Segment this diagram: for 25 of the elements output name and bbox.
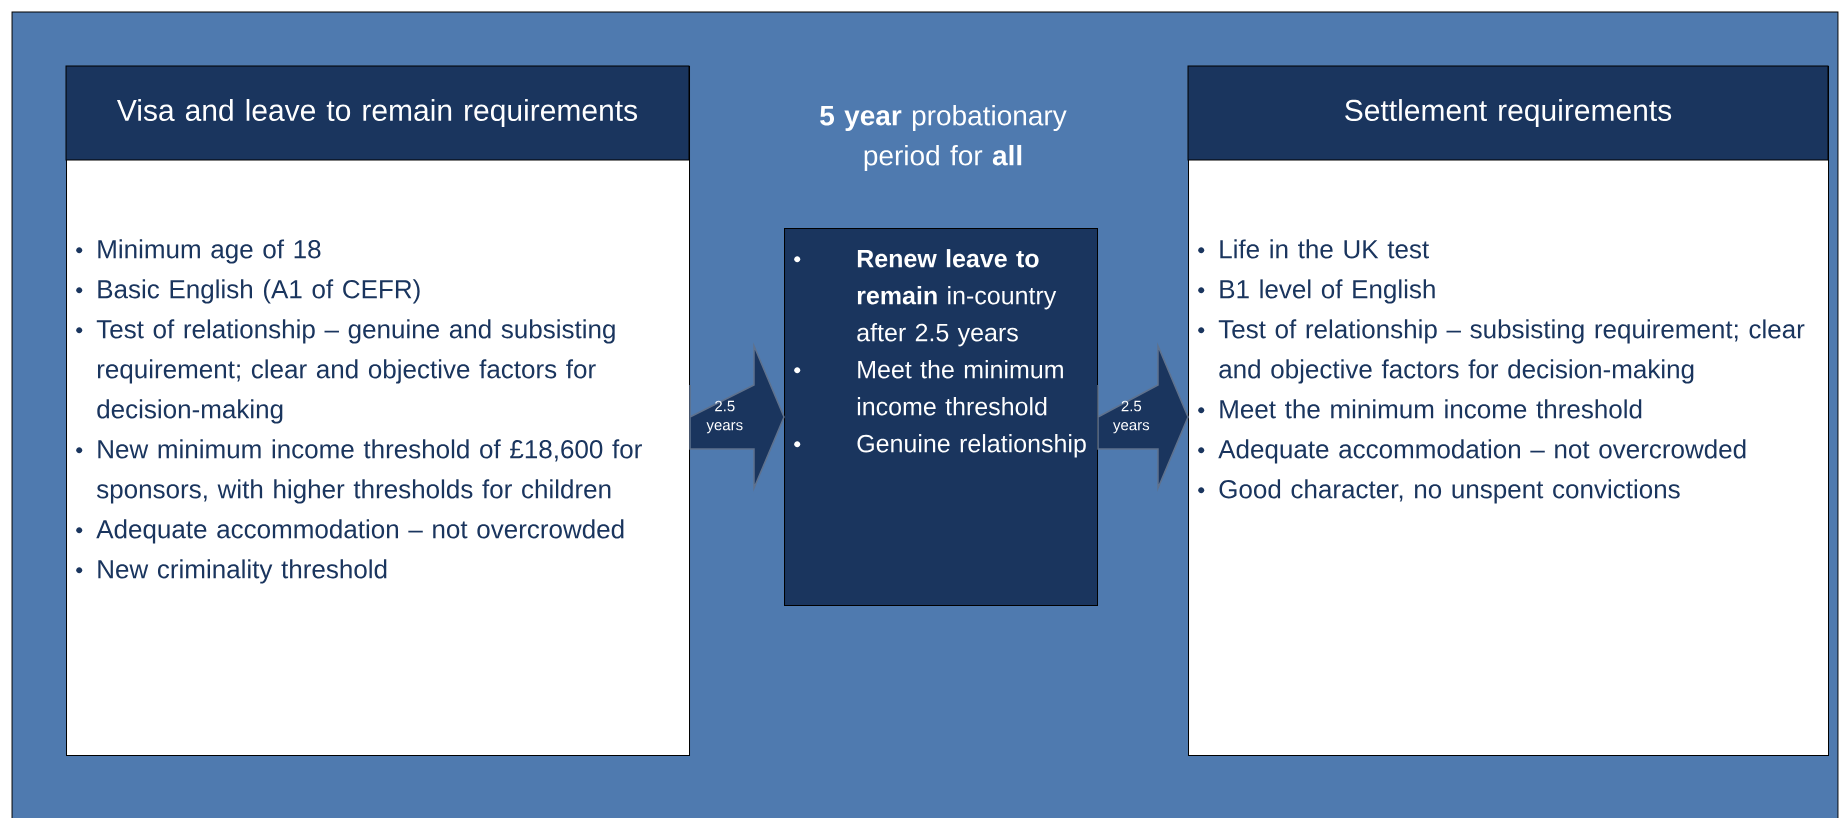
bullet-item: Test of relationship – subsisting requirement; clear and objective factors for decision-making: [1218, 319, 1805, 384]
block-arrow: [689, 342, 785, 492]
requirements-box: [65, 65, 690, 756]
edge-label: 2.5 years: [1113, 400, 1150, 434]
requirements-box: [1187, 65, 1829, 756]
box-heading: Settlement requirements: [1187, 65, 1829, 161]
bullet-item: Adequate accommodation – not overcrowded: [1218, 439, 1746, 464]
bullet-item: Basic English (A1 of CEFR): [98, 279, 420, 304]
box-heading: Visa and leave to remain requirements: [65, 65, 690, 161]
bullet-item: Good character, no unspent convictions: [1219, 479, 1680, 504]
bullet-item: Renew leave to remain in-country after 2.5 years: [857, 249, 1057, 347]
period-heading: 5 year probationary period for all: [820, 104, 1067, 172]
bullet-item: Adequate accommodation – not overcrowded: [96, 519, 624, 544]
bullet-item: Meet the minimum income threshold: [1220, 399, 1642, 419]
bullet-item: Meet the minimum income threshold: [857, 360, 1063, 416]
edge-label: 2.5 years: [706, 400, 743, 434]
bullet-item: Life in the UK test: [1220, 239, 1429, 259]
bullet-item: B1 level of English: [1220, 279, 1435, 304]
bullet-item: Genuine relationship: [857, 434, 1086, 458]
bullet-item: New criminality threshold: [98, 559, 387, 584]
requirements-box: [784, 228, 1098, 606]
bullet-item: New minimum income threshold of £18,600 for sponsors, with higher thresholds for children: [96, 439, 642, 504]
bullet-item: Minimum age of 18: [98, 239, 321, 264]
bullet-item: Test of relationship – genuine and subsisting requirement; clear and objective factors for decision-making: [96, 319, 615, 424]
block-arrow: [1097, 342, 1189, 492]
